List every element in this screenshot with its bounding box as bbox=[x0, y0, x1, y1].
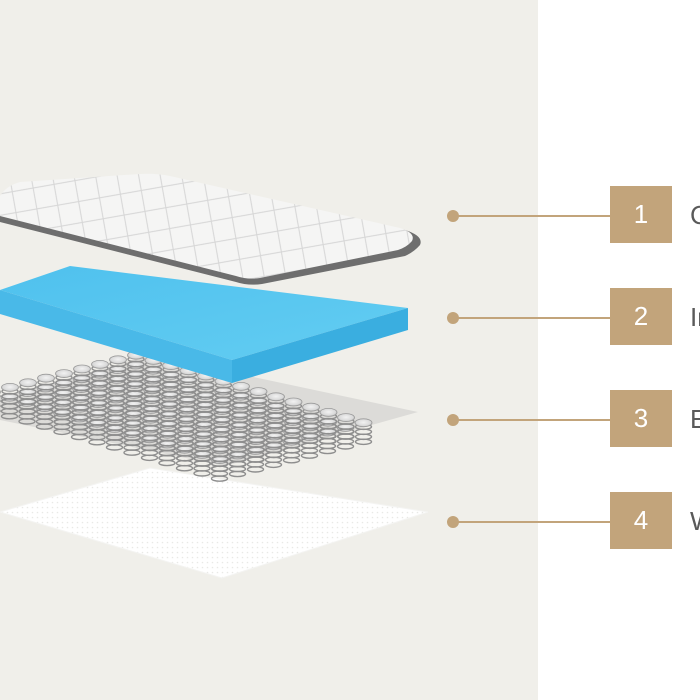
spring-coil bbox=[300, 432, 319, 459]
callout-label: E bbox=[690, 404, 700, 434]
spring-coil bbox=[55, 369, 73, 396]
spring-coil bbox=[336, 422, 355, 450]
callout-dot bbox=[447, 210, 459, 222]
spring-coil bbox=[37, 373, 55, 401]
callout-number-badge: 1 bbox=[610, 186, 672, 243]
spring-coil bbox=[0, 390, 1, 413]
callout-label: In bbox=[690, 302, 700, 332]
callout-3: 3 E bbox=[446, 390, 700, 450]
callout-number: 1 bbox=[633, 199, 649, 229]
spring-coil bbox=[127, 350, 145, 378]
spring-coil bbox=[210, 455, 229, 482]
white-mesh-base-layer bbox=[0, 467, 429, 579]
spring-coil bbox=[73, 364, 91, 392]
spring-coil bbox=[318, 427, 337, 455]
pocket-spring-layer bbox=[0, 350, 418, 482]
spring-coil bbox=[267, 392, 285, 420]
spring-coil bbox=[1, 382, 19, 410]
callout-label: W bbox=[690, 506, 700, 536]
spring-coil bbox=[282, 436, 301, 464]
spring-coil bbox=[246, 445, 265, 473]
callout-number-badge: 4 bbox=[610, 492, 672, 549]
spring-coil bbox=[284, 397, 303, 425]
spring-coil bbox=[193, 449, 211, 477]
spring-coil bbox=[264, 441, 283, 469]
callout-number-badge: 3 bbox=[610, 390, 672, 447]
spring-coil bbox=[249, 387, 268, 414]
spring-coil bbox=[337, 413, 355, 440]
callout-4: 4 W bbox=[446, 492, 700, 552]
blue-foam-layer bbox=[0, 266, 408, 383]
callout-number: 3 bbox=[633, 403, 649, 433]
callout-number: 4 bbox=[633, 505, 649, 535]
spring-coil bbox=[232, 381, 250, 409]
spring-coil bbox=[91, 359, 109, 387]
spring-coil bbox=[354, 418, 373, 446]
callout-leader-line bbox=[454, 521, 610, 523]
quilted-pillow-top-layer bbox=[0, 173, 421, 285]
callout-label: C bbox=[690, 200, 700, 230]
spring-coil bbox=[19, 378, 37, 406]
callout-dot bbox=[447, 312, 459, 324]
spring-coil bbox=[319, 407, 338, 435]
callout-number: 2 bbox=[633, 301, 649, 331]
mattress-layers-illustration bbox=[0, 173, 429, 579]
spring-coil bbox=[179, 366, 198, 394]
spring-coil bbox=[109, 355, 127, 383]
callout-2: 2 In bbox=[446, 288, 700, 348]
callout-leader-line bbox=[454, 419, 610, 421]
spring-coil bbox=[302, 402, 320, 430]
callout-1: 1 C bbox=[446, 186, 700, 246]
callout-leader-line bbox=[454, 215, 610, 217]
callout-number-badge: 2 bbox=[610, 288, 672, 345]
callout-dot bbox=[447, 414, 459, 426]
callout-dot bbox=[447, 516, 459, 528]
callout-leader-line bbox=[454, 317, 610, 319]
